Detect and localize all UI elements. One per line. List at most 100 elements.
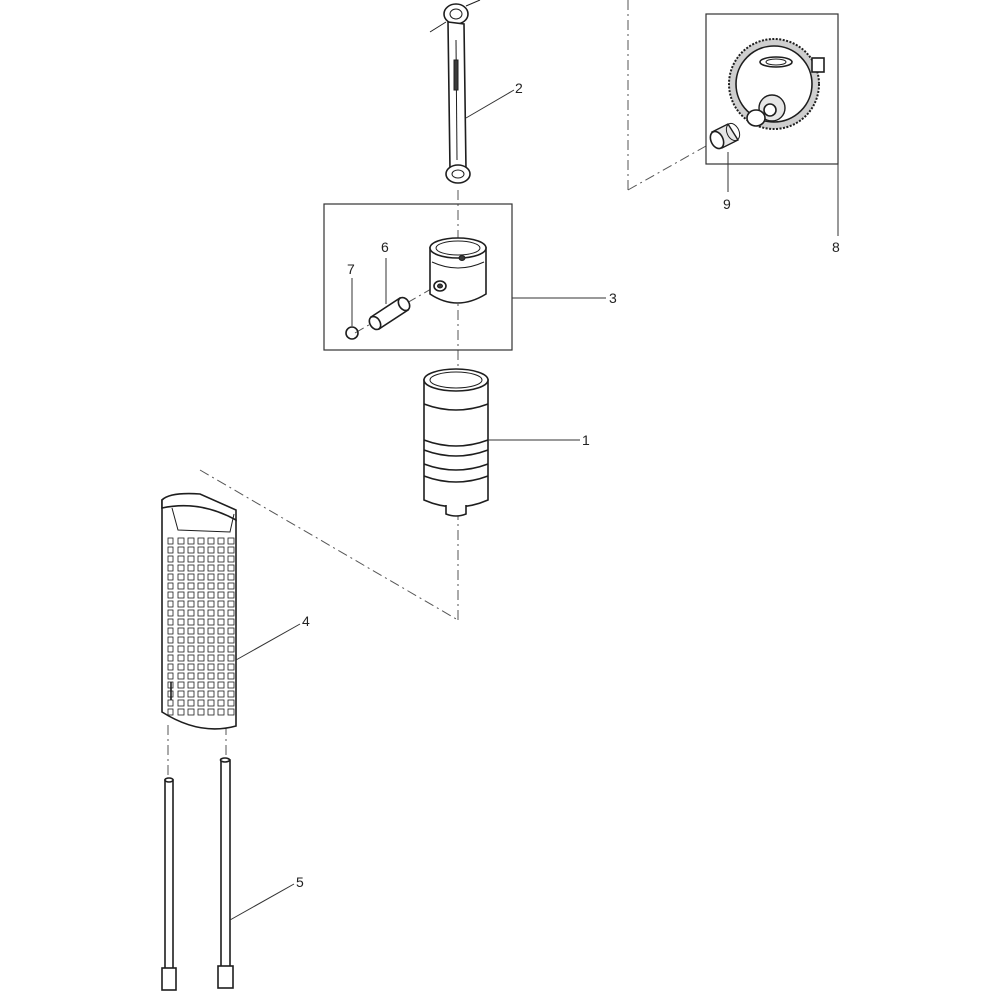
mesh-cell xyxy=(177,618,185,626)
mesh-cell xyxy=(167,708,174,716)
callout-5: 5 xyxy=(296,874,304,890)
mesh-cell xyxy=(227,672,235,680)
filter-mesh xyxy=(167,537,235,716)
callout-9: 9 xyxy=(723,196,731,212)
mesh-cell xyxy=(217,699,225,707)
gear-diagonal-line xyxy=(627,145,707,191)
piston-pin-housing xyxy=(429,237,487,304)
mesh-cell xyxy=(177,690,185,698)
mesh-cell xyxy=(187,537,195,545)
assembly-box-3 xyxy=(323,203,513,351)
mesh-cell xyxy=(227,699,235,707)
mesh-cell xyxy=(167,555,174,563)
mesh-cell xyxy=(227,573,235,581)
mesh-cell xyxy=(207,699,215,707)
mesh-cell xyxy=(217,672,225,680)
mesh-cell xyxy=(207,573,215,581)
mesh-cell xyxy=(217,564,225,572)
mesh-cell xyxy=(227,582,235,590)
snap-ring xyxy=(345,326,359,340)
mesh-cell xyxy=(197,681,205,689)
mesh-cell xyxy=(187,573,195,581)
gear-assembly xyxy=(728,38,825,130)
mesh-cell xyxy=(227,708,235,716)
mesh-cell xyxy=(197,636,205,644)
mesh-cell xyxy=(227,537,235,545)
mesh-cell xyxy=(217,627,225,635)
mesh-cell xyxy=(167,546,174,554)
mesh-cell xyxy=(167,591,174,599)
piston-pin xyxy=(368,296,411,331)
mesh-cell xyxy=(187,645,195,653)
mesh-cell xyxy=(177,681,185,689)
mesh-cell xyxy=(217,555,225,563)
mesh-cell xyxy=(207,591,215,599)
mesh-cell xyxy=(177,582,185,590)
mesh-cell xyxy=(167,663,174,671)
filter-screen xyxy=(161,492,237,730)
mesh-cell xyxy=(167,600,174,608)
mesh-cell xyxy=(167,654,174,662)
mesh-cell xyxy=(167,609,174,617)
mesh-cell xyxy=(207,690,215,698)
mesh-cell xyxy=(177,636,185,644)
mesh-cell xyxy=(217,708,225,716)
callout-8: 8 xyxy=(832,239,840,255)
mesh-cell xyxy=(177,609,185,617)
rod-left xyxy=(161,777,177,991)
mesh-cell xyxy=(177,627,185,635)
mesh-cell xyxy=(227,591,235,599)
mesh-cell xyxy=(227,627,235,635)
mesh-cell xyxy=(217,681,225,689)
mesh-cell xyxy=(167,573,174,581)
mesh-cell xyxy=(227,618,235,626)
mesh-cell xyxy=(177,555,185,563)
mesh-cell xyxy=(207,636,215,644)
mesh-cell xyxy=(197,564,205,572)
mesh-cell xyxy=(227,609,235,617)
mesh-cell xyxy=(187,582,195,590)
mesh-cell xyxy=(197,618,205,626)
mesh-cell xyxy=(207,708,215,716)
mesh-cell xyxy=(197,546,205,554)
mesh-cell xyxy=(217,591,225,599)
mesh-cell xyxy=(187,690,195,698)
mesh-cell xyxy=(167,564,174,572)
mesh-cell xyxy=(217,690,225,698)
mesh-cell xyxy=(197,672,205,680)
mesh-cell xyxy=(217,537,225,545)
mesh-cell xyxy=(177,537,185,545)
bushing xyxy=(709,122,741,150)
mesh-cell xyxy=(217,582,225,590)
mesh-cell xyxy=(187,708,195,716)
mesh-cell xyxy=(197,627,205,635)
mesh-cell xyxy=(207,681,215,689)
mesh-cell xyxy=(177,546,185,554)
filter-alignment-line xyxy=(199,469,459,621)
mesh-cell xyxy=(227,546,235,554)
mesh-cell xyxy=(217,654,225,662)
callout-6: 6 xyxy=(381,239,389,255)
callout-2: 2 xyxy=(515,80,523,96)
mesh-cell xyxy=(227,663,235,671)
assembly-box-8 xyxy=(705,13,839,165)
mesh-cell xyxy=(207,627,215,635)
mesh-cell xyxy=(197,645,205,653)
mesh-cell xyxy=(177,591,185,599)
mesh-cell xyxy=(207,618,215,626)
mesh-cell xyxy=(177,672,185,680)
rod-right xyxy=(217,757,234,989)
mesh-cell xyxy=(177,645,185,653)
mesh-cell xyxy=(197,699,205,707)
mesh-cell xyxy=(217,600,225,608)
mesh-cell xyxy=(197,609,205,617)
mesh-cell xyxy=(167,537,174,545)
mesh-cell xyxy=(187,672,195,680)
mesh-cell xyxy=(187,699,195,707)
mesh-cell xyxy=(197,591,205,599)
mesh-cell xyxy=(167,618,174,626)
mesh-cell xyxy=(227,636,235,644)
mesh-cell xyxy=(227,654,235,662)
mesh-cell xyxy=(167,645,174,653)
